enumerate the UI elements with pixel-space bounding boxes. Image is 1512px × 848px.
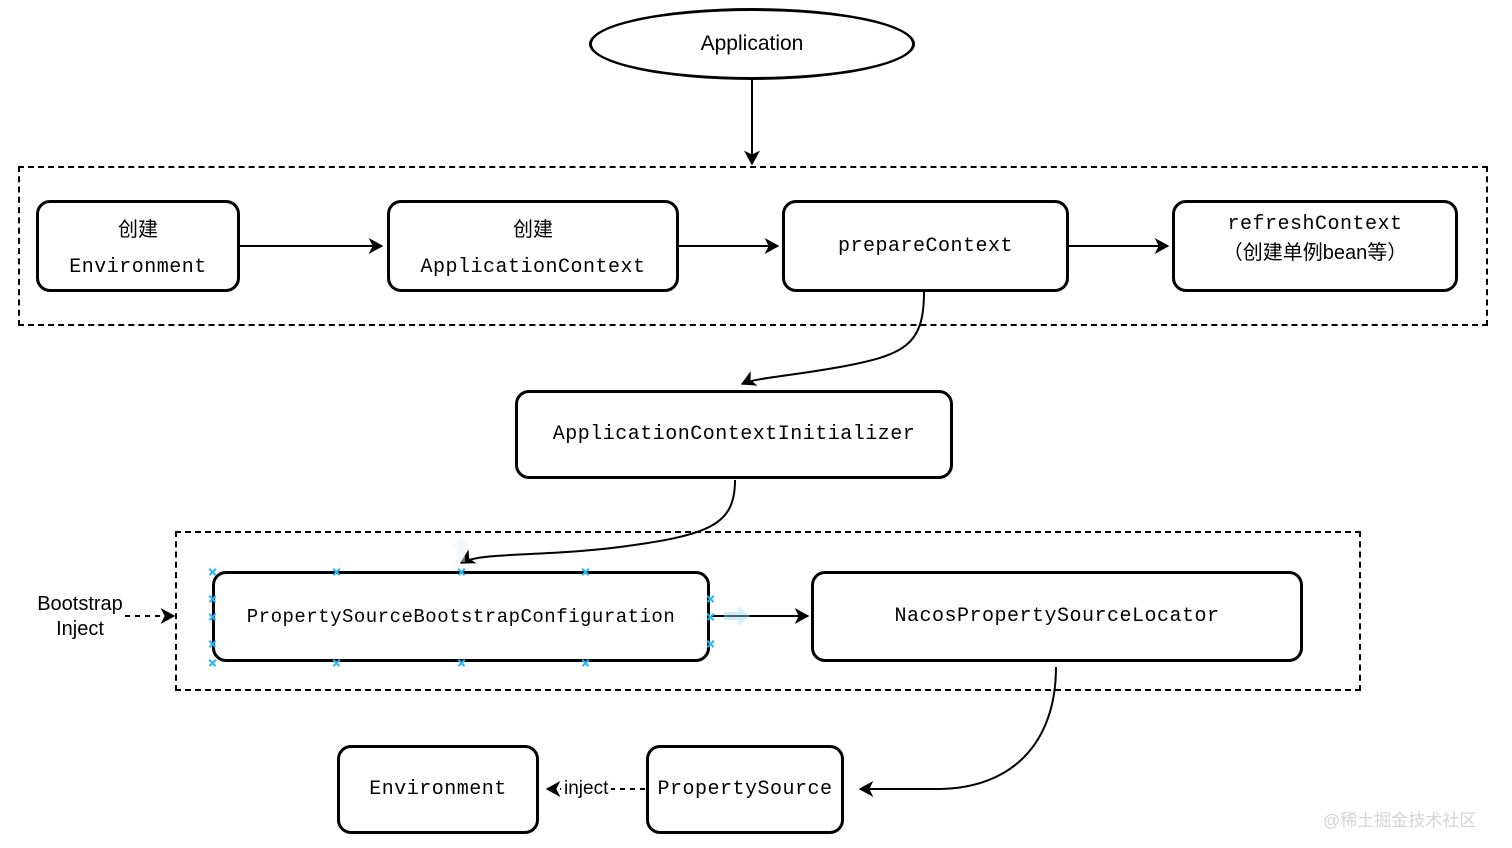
edge-initializer-to-bootstrapconfig (459, 479, 736, 564)
node-prepare-context[interactable]: prepareContext (782, 200, 1069, 292)
node-create-environment[interactable]: 创建 Environment (36, 200, 240, 292)
watermark: @稀土掘金技术社区 (1323, 811, 1477, 830)
startup-group (18, 166, 1488, 326)
node-property-source-bootstrap-configuration-label: PropertySourceBootstrapConfiguration (246, 605, 676, 628)
node-application-context-initializer-label: ApplicationContextInitializer (552, 423, 916, 446)
node-application[interactable]: Application (589, 8, 915, 80)
edge-locator-to-propertysource (858, 666, 1057, 797)
node-create-environment-line2: Environment (69, 256, 207, 279)
node-environment[interactable]: Environment (337, 745, 539, 834)
node-property-source[interactable]: PropertySource (646, 745, 844, 834)
bootstrap-inject-label-line2: Inject (56, 618, 104, 640)
node-nacos-property-source-locator[interactable]: NacosPropertySourceLocator (811, 571, 1303, 662)
node-nacos-property-source-locator-label: NacosPropertySourceLocator (894, 605, 1220, 628)
node-create-environment-line1: 创建 (118, 219, 158, 241)
node-property-source-bootstrap-configuration[interactable]: PropertySourceBootstrapConfiguration (212, 571, 710, 662)
node-property-source-label: PropertySource (657, 778, 833, 801)
bootstrap-group (175, 531, 1361, 691)
node-application-label: Application (700, 32, 804, 55)
node-create-application-context-line2: ApplicationContext (420, 256, 646, 279)
node-refresh-context-line1: refreshContext (1227, 213, 1403, 236)
bootstrap-inject-label: Bootstrap Inject (30, 592, 130, 642)
bootstrap-inject-label-line1: Bootstrap (37, 593, 123, 615)
node-create-application-context-line1: 创建 (513, 219, 553, 241)
node-environment-label: Environment (369, 778, 507, 801)
node-application-context-initializer[interactable]: ApplicationContextInitializer (515, 390, 953, 479)
node-prepare-context-label: prepareContext (837, 234, 1014, 258)
node-refresh-context-line2: （创建单例bean等） (1222, 242, 1408, 264)
node-refresh-context[interactable]: refreshContext （创建单例bean等） (1172, 200, 1458, 292)
inject-edge-label: inject (561, 778, 612, 800)
edge-preparecontext-to-initializer (740, 291, 925, 386)
node-create-application-context[interactable]: 创建 ApplicationContext (387, 200, 679, 292)
